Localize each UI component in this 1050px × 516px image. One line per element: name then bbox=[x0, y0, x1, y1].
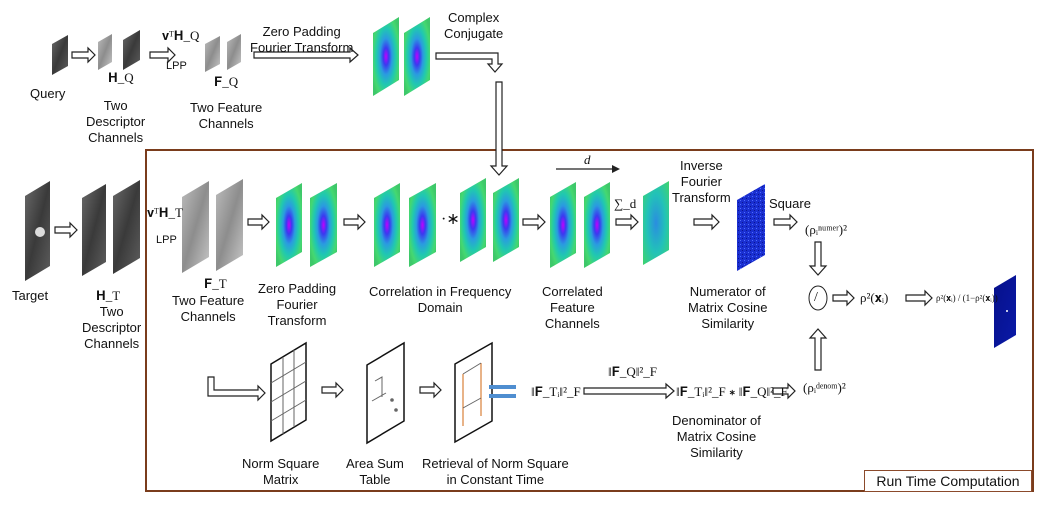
descriptor-channel bbox=[82, 184, 106, 276]
numerator-map bbox=[737, 184, 765, 271]
conjugate-map bbox=[493, 178, 519, 262]
descriptor-channel bbox=[113, 180, 140, 274]
arrow-icon bbox=[489, 81, 509, 176]
zero-padding-mid-label: Zero Padding Fourier Transform bbox=[258, 281, 337, 328]
zero-padding-top-label: Zero Padding Fourier Transform bbox=[250, 24, 354, 55]
arrow-icon bbox=[71, 46, 96, 64]
rho-denom-label: (ρᵢᵈᵉⁿᵒᵐ)² bbox=[803, 380, 846, 395]
arrow-icon bbox=[808, 241, 828, 276]
square-label: Square bbox=[769, 196, 811, 211]
correlation-label: Correlation in Frequency Domain bbox=[369, 284, 512, 315]
arrow-icon bbox=[615, 213, 639, 231]
arrow-icon bbox=[832, 289, 855, 307]
norm-ft-label: ‖𝐅_Tᵢ‖²_F bbox=[531, 384, 581, 399]
arrow-icon bbox=[693, 213, 720, 231]
run-time-badge: Run Time Computation bbox=[864, 470, 1032, 492]
correlated-map bbox=[584, 182, 610, 268]
fft-map bbox=[373, 17, 399, 96]
correlated-label: Correlated Feature Channels bbox=[542, 284, 603, 331]
arrow-icon bbox=[808, 328, 828, 371]
run-time-frame bbox=[145, 149, 1034, 492]
product-label: ‖𝐅_Tᵢ‖²_F ∗ ‖𝐅_Q‖²_F bbox=[676, 384, 788, 399]
conjugate-map bbox=[460, 178, 486, 262]
retrieval-label: Retrieval of Norm Square in Constant Tim… bbox=[422, 456, 569, 487]
fft-map bbox=[404, 17, 430, 96]
divide-label: / bbox=[814, 290, 818, 305]
fft-map bbox=[276, 183, 302, 267]
rho-numer-label: (ρᵢⁿᵘᵐᵉʳ)² bbox=[805, 222, 848, 237]
lpp-label-mid: LPP bbox=[156, 234, 177, 246]
inverse-ft-label: Inverse Fourier Transform bbox=[672, 158, 731, 205]
correlated-map bbox=[550, 182, 576, 268]
feature-label-mid: Two Feature Channels bbox=[172, 293, 245, 324]
area-sum-label: Area Sum Table bbox=[346, 456, 404, 487]
arrow-icon bbox=[343, 213, 366, 231]
feature-channel bbox=[182, 181, 209, 273]
ratio-label: ρ²(𝐱ᵢ) / (1−ρ²(𝐱ᵢ)) bbox=[936, 293, 998, 303]
arrow-icon bbox=[253, 46, 359, 64]
descriptor-label-mid: Two Descriptor Channels bbox=[82, 304, 142, 351]
arrow-icon bbox=[419, 381, 442, 399]
arrow-icon bbox=[321, 381, 344, 399]
arrow-icon bbox=[149, 46, 176, 64]
numerator-label: Numerator of Matrix Cosine Similarity bbox=[688, 284, 768, 331]
arrow-icon bbox=[583, 382, 675, 400]
arrow-icon bbox=[522, 213, 546, 231]
descriptor-label-top: Two Descriptor Channels bbox=[86, 98, 146, 145]
vthq-label: 𝐯ᵀ𝐇_Q bbox=[162, 28, 200, 43]
complex-conjugate-label: Complex Conjugate bbox=[444, 10, 504, 41]
fq-label: 𝐅_Q bbox=[214, 74, 239, 89]
feature-channel bbox=[227, 34, 241, 70]
denominator-label: Denominator of Matrix Cosine Similarity bbox=[672, 413, 761, 460]
retrieval-table bbox=[454, 341, 493, 444]
sum-d-label: ∑_d bbox=[614, 196, 637, 211]
summed-map bbox=[643, 181, 669, 265]
descriptor-channel bbox=[98, 34, 112, 70]
query-label: Query bbox=[30, 86, 66, 101]
arrow-icon bbox=[773, 213, 798, 231]
query-image bbox=[52, 35, 68, 75]
arrow-icon bbox=[905, 289, 933, 307]
fft-map bbox=[374, 183, 400, 267]
norm-fq-label: ‖𝐅_Q‖²_F bbox=[608, 364, 658, 379]
vtht-label: 𝐯ᵀ𝐇_T bbox=[147, 205, 183, 220]
area-sum-table bbox=[366, 341, 405, 445]
ht-label: 𝐇_T bbox=[96, 288, 121, 303]
dot-star-label: ·∗ bbox=[441, 211, 460, 228]
arrow-icon bbox=[435, 52, 504, 73]
norm-square-matrix bbox=[270, 341, 307, 443]
arrow-icon bbox=[207, 376, 266, 402]
fft-map bbox=[310, 183, 337, 267]
lpp-label-top: LPP bbox=[166, 60, 187, 72]
result-map bbox=[994, 275, 1016, 348]
ft-label: 𝐅_T bbox=[204, 276, 227, 291]
descriptor-channel bbox=[123, 30, 140, 70]
feature-channel bbox=[216, 179, 243, 271]
equals-icon bbox=[489, 385, 516, 398]
target-label: Target bbox=[12, 288, 49, 303]
arrow-icon bbox=[772, 382, 796, 400]
feature-channel bbox=[205, 36, 220, 72]
arrow-icon bbox=[54, 221, 78, 239]
rho-x-label: ρ²(𝐱ᵢ) bbox=[860, 290, 889, 305]
fft-map bbox=[409, 183, 436, 267]
d-label: d bbox=[584, 152, 591, 167]
divide-node bbox=[808, 285, 828, 311]
arrow-icon bbox=[247, 213, 270, 231]
norm-square-label: Norm Square Matrix bbox=[242, 456, 320, 487]
feature-label-top: Two Feature Channels bbox=[190, 100, 263, 131]
hq-label: 𝐇_Q bbox=[108, 70, 134, 85]
